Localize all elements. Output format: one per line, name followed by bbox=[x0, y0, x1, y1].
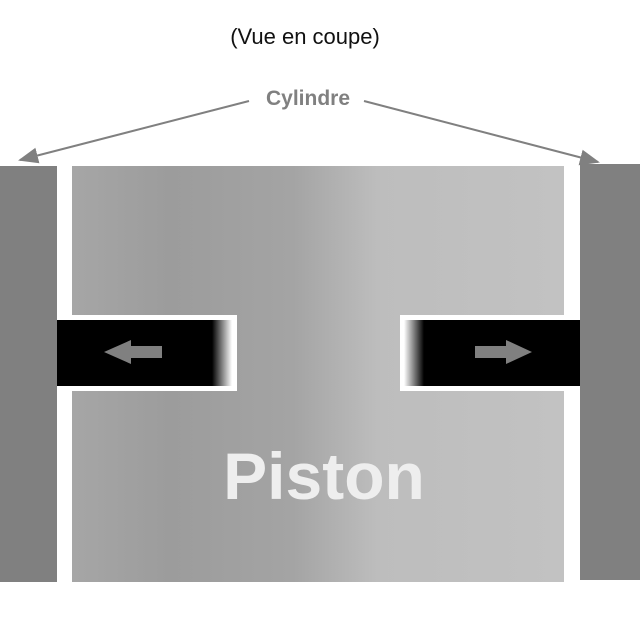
ring-fade-left bbox=[212, 320, 232, 386]
leader-arrow-left bbox=[18, 100, 250, 164]
leader-arrow-right bbox=[363, 100, 600, 166]
view-caption: (Vue en coupe) bbox=[230, 24, 380, 49]
cylinder-wall-left bbox=[0, 166, 57, 582]
arrow-left-icon bbox=[104, 340, 162, 364]
cylinder-label: Cylindre bbox=[265, 87, 351, 110]
arrow-right-icon bbox=[475, 340, 532, 364]
piston-label: Piston bbox=[223, 439, 425, 513]
cylinder-wall-right bbox=[580, 164, 640, 580]
ring-fade-right bbox=[404, 320, 424, 386]
